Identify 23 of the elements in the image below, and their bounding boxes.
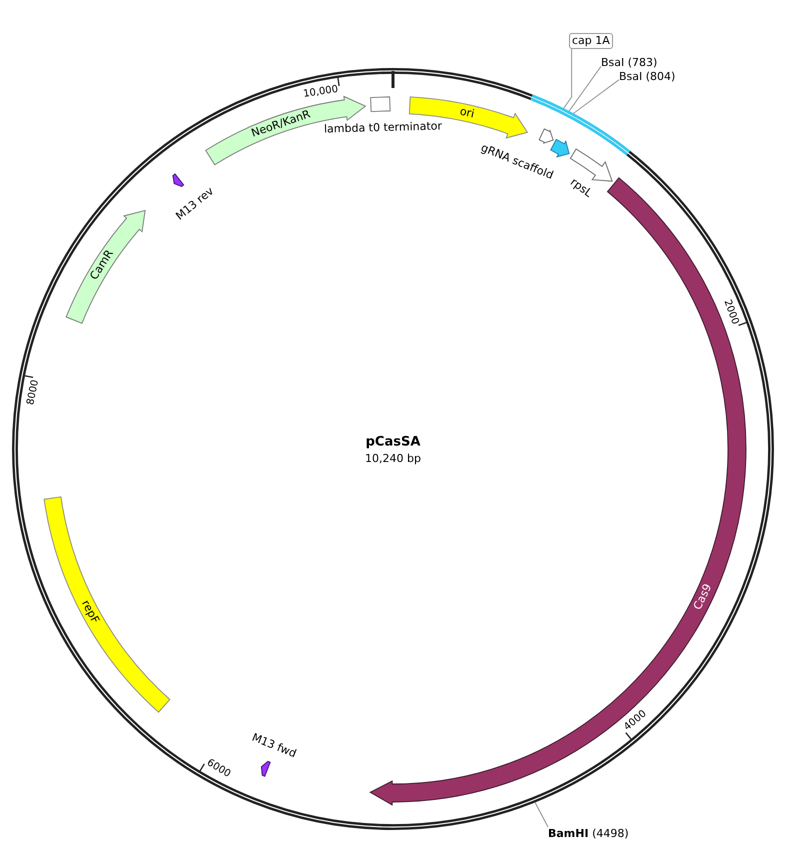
- feature-label: Cas9: [692, 582, 715, 612]
- feature-label: ori: [459, 106, 476, 121]
- feature-block: [205, 95, 366, 166]
- site-label: BamHI (4498): [548, 827, 629, 840]
- tick-label: 10,000: [302, 84, 338, 100]
- plasmid-name: pCasSA: [366, 434, 420, 450]
- leader-line: [534, 802, 548, 828]
- tick-label: 2000: [721, 298, 740, 326]
- feature-label: M13 fwd: [250, 732, 298, 760]
- feature-label: rpsL: [568, 176, 594, 200]
- leader-line: [568, 66, 602, 112]
- site-label: BsaI (804): [619, 70, 676, 83]
- feature-label: lambda t0 terminator: [324, 120, 442, 136]
- tick-label: 8000: [25, 378, 41, 406]
- feature-bar: [43, 496, 171, 713]
- feature-block: [538, 128, 554, 144]
- label-tag: cap 1A: [569, 33, 613, 49]
- sequence-length: 10,240 bp: [365, 453, 421, 465]
- leader-line: [563, 48, 572, 109]
- leader-line: [573, 79, 620, 114]
- feature-label: repF: [78, 598, 101, 626]
- feature-block: [65, 209, 146, 324]
- site-label: BsaI (783): [601, 56, 658, 69]
